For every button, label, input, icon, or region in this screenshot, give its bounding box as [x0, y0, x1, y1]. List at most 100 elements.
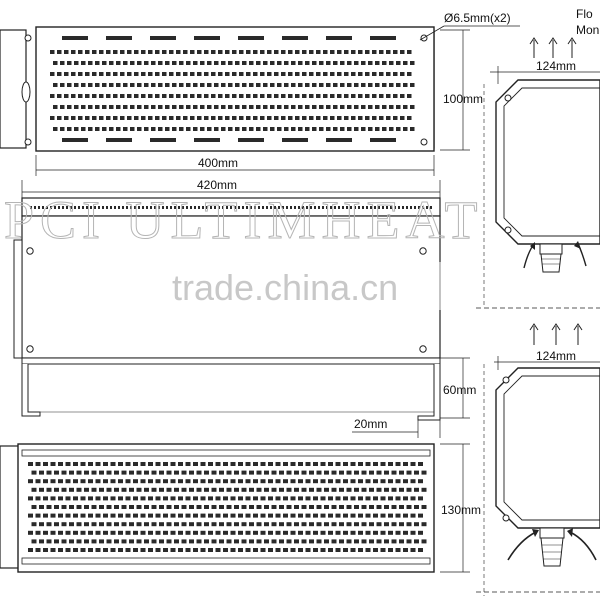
grille-slot — [200, 548, 206, 552]
grille-slot — [368, 127, 373, 131]
grille-slot — [121, 487, 127, 492]
grille-slot — [281, 94, 286, 98]
grille-slot — [43, 462, 48, 466]
grille-slot — [361, 487, 367, 492]
grille-slot — [239, 116, 244, 120]
grille-slot — [60, 105, 65, 109]
grille-slot — [313, 513, 318, 518]
grille-slot — [196, 470, 202, 475]
grille-slot — [58, 462, 63, 466]
grille-slot — [407, 94, 412, 98]
grille-slot — [268, 496, 273, 501]
grille-slot — [271, 539, 277, 544]
grille-slot — [389, 61, 394, 65]
grille-slot — [295, 50, 300, 54]
grille-slot — [301, 470, 307, 475]
grille-slot — [382, 127, 387, 131]
bracket-label: 20mm — [354, 417, 387, 431]
grille-slot — [133, 548, 138, 552]
grille-slot — [200, 479, 206, 484]
grille-slot — [246, 94, 251, 98]
grille-slot — [410, 127, 415, 131]
grille-slot — [151, 470, 157, 475]
grille-slot — [186, 206, 188, 209]
grille-slot — [253, 462, 258, 466]
grille-slot — [92, 116, 97, 120]
grille-slot — [365, 72, 370, 76]
grille-slot — [372, 72, 377, 76]
grille-slot — [314, 206, 316, 209]
grille-slot — [406, 522, 412, 527]
grille-slot — [53, 61, 58, 65]
grille-slot — [399, 487, 404, 492]
grille-slot — [275, 479, 281, 484]
grille-slot — [80, 530, 86, 535]
grille-slot — [267, 94, 272, 98]
grille-slot — [295, 116, 300, 120]
grille-slot — [200, 513, 206, 518]
grille-slot — [328, 548, 333, 552]
grille-slot — [218, 206, 220, 209]
grille-slot — [340, 61, 345, 65]
cable-gland-icon — [539, 243, 563, 255]
grille-slot — [380, 496, 386, 501]
grille-slot — [34, 206, 36, 209]
grille-slot — [193, 513, 198, 518]
grille-slot — [94, 206, 96, 209]
grille-slot — [376, 522, 382, 527]
grille-slot — [306, 206, 308, 209]
grille-slot — [388, 462, 393, 466]
grille-slot — [58, 513, 63, 518]
grille-slot — [214, 206, 216, 209]
grille-slot — [254, 206, 256, 209]
grille-slot — [196, 539, 202, 544]
grille-slot — [347, 61, 352, 65]
grille-slot — [298, 61, 303, 65]
grille-slot — [295, 94, 300, 98]
grille-slot — [286, 522, 292, 527]
grille-slot — [116, 61, 121, 65]
grille-slot — [326, 61, 331, 65]
grille-slot — [384, 487, 389, 492]
grille-slot — [245, 548, 251, 552]
grille-slot — [389, 83, 394, 87]
grille-slot — [144, 105, 149, 109]
grille-slot — [140, 496, 146, 501]
grille-slot — [116, 105, 121, 109]
grille-slot — [331, 487, 337, 492]
grille-slot — [260, 50, 265, 54]
grille-slot — [148, 548, 153, 552]
grille-slot — [133, 530, 138, 535]
grille-slot — [319, 83, 324, 87]
grille-slot — [358, 94, 363, 98]
grille-slot — [74, 61, 79, 65]
grille-slot — [174, 206, 176, 209]
grille-slot — [260, 116, 265, 120]
grille-slot — [286, 505, 292, 509]
grille-slot — [256, 470, 262, 475]
grille-slot — [163, 530, 168, 535]
grille-slot — [80, 462, 86, 466]
grille-slot — [61, 539, 67, 544]
grille-slot — [114, 470, 119, 475]
grille-slot — [238, 530, 243, 535]
grille-slot — [283, 462, 288, 466]
grille-slot — [158, 206, 160, 209]
grille-slot — [350, 513, 356, 518]
grille-slot — [162, 206, 164, 209]
grille-slot — [395, 462, 401, 466]
grille-slot — [176, 72, 181, 76]
grille-slot — [365, 462, 371, 466]
grille-slot — [339, 522, 344, 527]
grille-slot — [279, 505, 284, 509]
grille-slot — [223, 479, 228, 484]
grille-slot — [277, 83, 282, 87]
grille-slot — [163, 548, 168, 552]
grille-slot — [193, 83, 198, 87]
grille-slot — [141, 116, 146, 120]
grille-slot — [339, 487, 344, 492]
grille-slot — [81, 105, 86, 109]
grille-slot — [302, 50, 307, 54]
grille-slot — [391, 505, 397, 509]
